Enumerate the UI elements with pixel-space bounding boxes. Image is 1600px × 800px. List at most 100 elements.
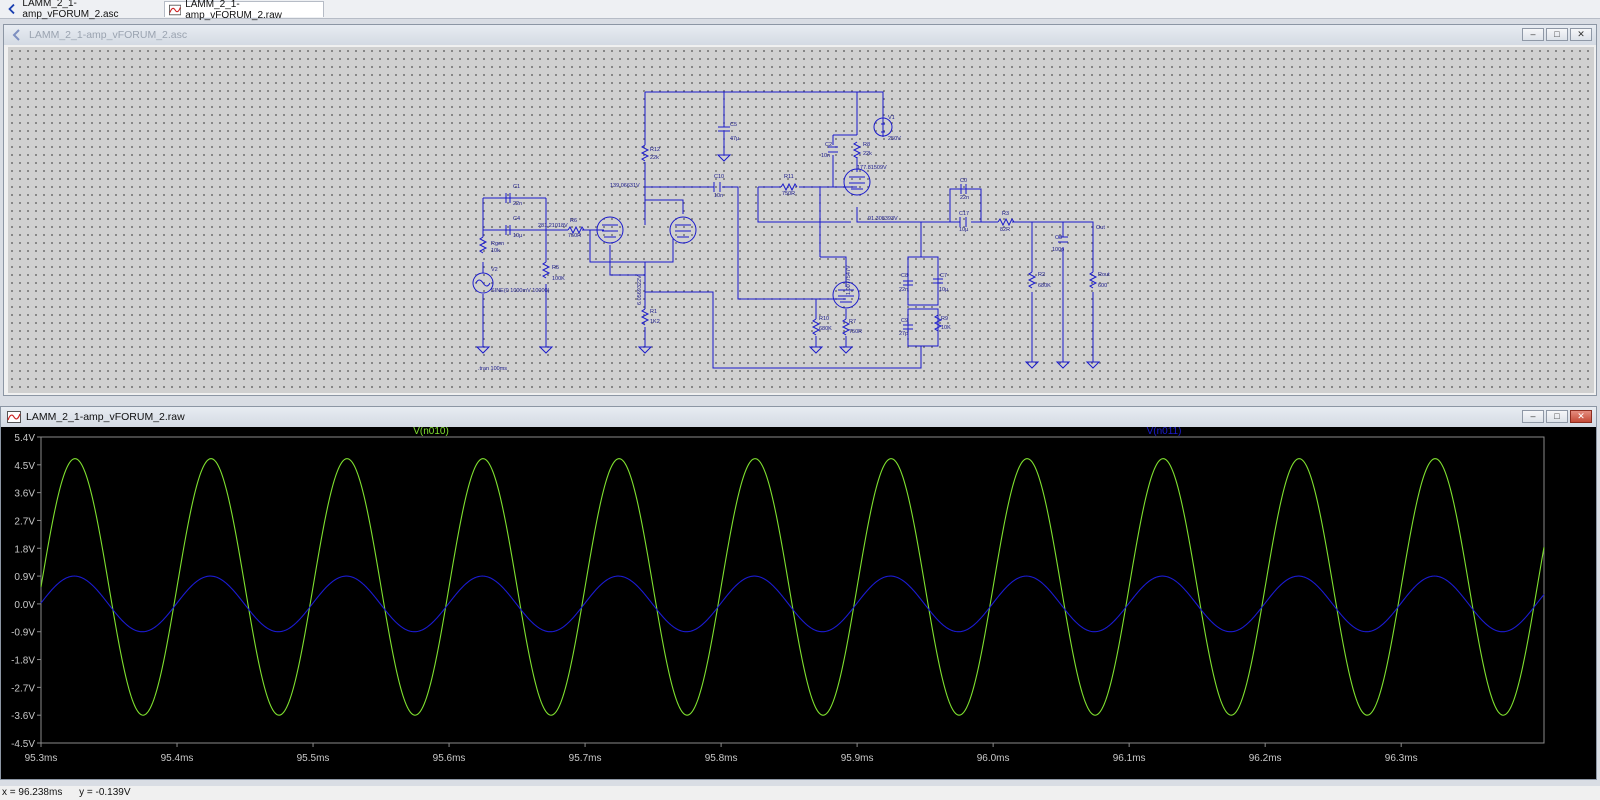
triode-3[interactable]: [843, 168, 871, 196]
minimize-button[interactable]: –: [1522, 28, 1544, 41]
resistor-r3[interactable]: [997, 217, 1015, 227]
resistor-rout[interactable]: [1088, 271, 1098, 289]
capacitor-c9[interactable]: [903, 324, 913, 330]
node-voltage-6: 91.308393V: [868, 216, 898, 222]
label-c1: C1: [513, 184, 520, 190]
label-r12v: 22k: [650, 155, 659, 161]
x-tick-label: 95.8ms: [705, 753, 738, 764]
schematic-canvas[interactable]: C1 22n C4 10µ R6 750R Rgen 10k V2 SINE(0…: [8, 47, 1594, 393]
resistor-r2[interactable]: [1027, 271, 1037, 289]
x-tick-label: 96.3ms: [1385, 753, 1418, 764]
label-c3v: 100p: [1052, 247, 1064, 253]
label-r3v: 82R: [1000, 227, 1010, 233]
y-tick-label: 0.9V: [14, 572, 35, 583]
triode-2[interactable]: [669, 216, 697, 244]
label-c2: C2: [825, 142, 832, 148]
schematic-window-title: LAMM_2_1-amp_vFORUM_2.asc: [29, 29, 188, 41]
waveform-icon: [169, 4, 182, 15]
triode-4[interactable]: [832, 281, 860, 309]
y-tick-label: -1.8V: [11, 656, 35, 667]
ground-symbols: [475, 154, 1101, 369]
label-r10: R10: [819, 316, 829, 322]
waveform-chart: 5.4V4.5V3.6V2.7V1.8V0.9V0.0V-0.9V-1.8V-2…: [11, 426, 1545, 764]
x-tick-label: 96.1ms: [1113, 753, 1146, 764]
waveform-icon: [7, 411, 21, 423]
label-r3: R3: [1002, 211, 1009, 217]
label-r11v: 750R: [782, 191, 795, 197]
tab-schematic[interactable]: LAMM_2_1-amp_vFORUM_2.asc: [2, 0, 162, 20]
capacitor-c0[interactable]: [960, 184, 967, 194]
node-voltage-2: 139.06631V: [610, 183, 640, 189]
label-r9: R9: [941, 316, 948, 322]
label-c3: C3: [1055, 235, 1062, 241]
capacitor-c17[interactable]: [959, 217, 967, 227]
resistor-r9[interactable]: [933, 314, 943, 332]
resistor-r8[interactable]: [852, 141, 862, 159]
capacitor-c5[interactable]: [718, 126, 730, 132]
label-rgenv: 10k: [491, 248, 500, 254]
source-v1[interactable]: [873, 117, 893, 137]
resistor-rgen[interactable]: [478, 236, 488, 254]
trace-label: V(n010): [413, 427, 449, 437]
close-button[interactable]: ✕: [1570, 410, 1592, 423]
label-c17v: 10µ: [959, 227, 969, 233]
node-voltage-5: 1.0077547V: [846, 265, 852, 295]
label-c10: C10: [714, 174, 724, 180]
spice-directive: .tran 100ms: [478, 366, 507, 372]
source-v2[interactable]: [472, 272, 494, 294]
capacitor-c7[interactable]: [933, 278, 943, 284]
label-c9v: 27p: [899, 331, 908, 337]
x-tick-label: 96.2ms: [1249, 753, 1282, 764]
label-r8v: 22k: [863, 151, 872, 157]
x-tick-label: 95.7ms: [569, 753, 602, 764]
restore-button[interactable]: □: [1546, 28, 1568, 41]
label-r1v: 1K2: [650, 319, 660, 325]
waveform-window-title: LAMM_2_1-amp_vFORUM_2.raw: [26, 411, 185, 423]
label-rgen: Rgen: [491, 241, 504, 247]
label-r5v: 100K: [552, 276, 565, 282]
label-routv: 600: [1098, 283, 1107, 289]
tab-schematic-label: LAMM_2_1-amp_vFORUM_2.asc: [22, 0, 119, 20]
x-tick-label: 95.3ms: [25, 753, 58, 764]
label-c0: C0: [960, 178, 967, 184]
resistor-r7[interactable]: [841, 318, 851, 336]
tab-waveform[interactable]: LAMM_2_1-amp_vFORUM_2.raw: [164, 0, 324, 21]
x-tick-label: 95.9ms: [841, 753, 874, 764]
resistor-r10[interactable]: [811, 318, 821, 336]
y-tick-label: 2.7V: [14, 516, 35, 527]
resistor-r5[interactable]: [541, 261, 551, 279]
restore-button[interactable]: □: [1546, 410, 1568, 423]
label-r11: R11: [784, 174, 794, 180]
capacitor-c2[interactable]: [828, 146, 838, 153]
minimize-button[interactable]: –: [1522, 410, 1544, 423]
node-voltage-3: 6.0569322V: [637, 275, 643, 305]
waveform-titlebar[interactable]: LAMM_2_1-amp_vFORUM_2.raw – □ ✕: [1, 407, 1596, 427]
schematic-icon: [12, 29, 20, 41]
y-tick-label: -4.5V: [11, 739, 35, 750]
series-v-n010-: [40, 458, 1545, 716]
label-v1: V1: [888, 115, 895, 121]
triode-1[interactable]: [596, 216, 624, 244]
capacitor-c10[interactable]: [713, 182, 721, 192]
label-c0v: 22n: [960, 195, 969, 201]
label-c9: C9: [901, 318, 908, 324]
label-v1v: 250V: [888, 136, 901, 142]
label-c10v: 10n: [714, 193, 723, 199]
resistor-r1[interactable]: [640, 308, 650, 326]
resistor-r12[interactable]: [640, 144, 650, 162]
schematic-titlebar[interactable]: LAMM_2_1-amp_vFORUM_2.asc – □ ✕: [4, 25, 1596, 45]
capacitor-c3[interactable]: [1058, 236, 1068, 243]
y-tick-label: 4.5V: [14, 461, 35, 472]
capacitor-c4[interactable]: [505, 225, 511, 235]
capacitor-c8[interactable]: [903, 280, 913, 286]
close-button[interactable]: ✕: [1570, 28, 1592, 41]
resistor-r11[interactable]: [780, 182, 798, 192]
label-c4: C4: [513, 216, 520, 222]
label-c5v: 47µ: [730, 136, 740, 142]
trace-label: V(n011): [1147, 427, 1182, 437]
capacitor-c1[interactable]: [505, 193, 511, 203]
label-r8: R8: [863, 142, 870, 148]
resistor-r6[interactable]: [567, 225, 585, 235]
